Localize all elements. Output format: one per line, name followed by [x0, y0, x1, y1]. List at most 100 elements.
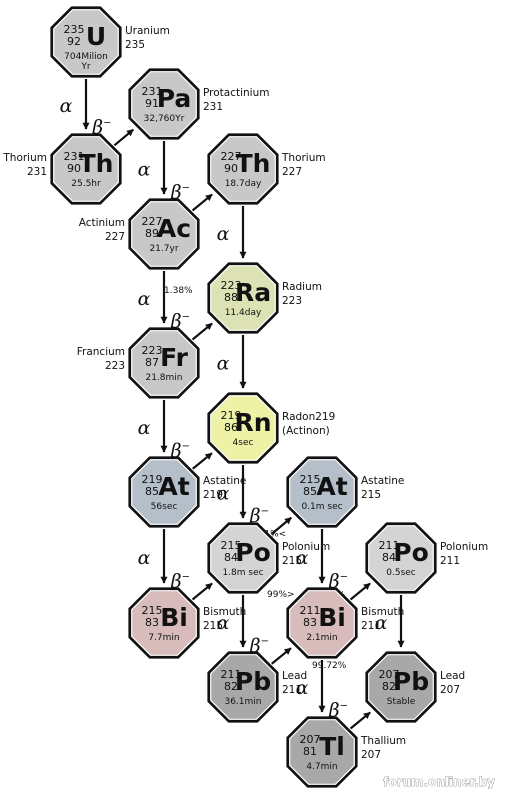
- branch-ratio-label: 99%>: [267, 590, 295, 600]
- decay-mode-label: α: [60, 95, 73, 117]
- half-life: 21.7yr: [149, 244, 178, 254]
- nuclide-name: Lead: [282, 670, 307, 682]
- decay-mode-label: α: [217, 223, 230, 245]
- mass-number: 211: [221, 668, 242, 681]
- nuclide-name: Polonium: [440, 541, 488, 553]
- half-life: 4.7min: [306, 762, 337, 772]
- nuclide-octagon: [289, 459, 355, 525]
- nuclide-octagon: [131, 71, 197, 137]
- mass-number: 215: [300, 473, 321, 486]
- decay-mode-label: α: [138, 547, 151, 569]
- branch-ratio-label: 1.38%: [164, 286, 193, 296]
- decay-arrow: [113, 128, 134, 147]
- nuclide-octagon: [210, 265, 276, 331]
- mass-number: 211: [379, 539, 400, 552]
- decay-mode-label: α: [375, 612, 388, 634]
- mass-number: 207: [379, 668, 400, 681]
- nuclide-octagon: [53, 136, 119, 202]
- nuclide-octagon: [210, 525, 276, 591]
- nuclide-name: 223: [282, 295, 302, 307]
- nuclide-octagon: [131, 201, 197, 267]
- decay-ra223-to-rn219: α: [217, 335, 247, 389]
- nuclide-name: 219: [203, 489, 223, 501]
- decay-mode-label: α: [296, 547, 309, 569]
- element-symbol: Tl: [319, 732, 345, 761]
- atomic-number: 85: [303, 485, 317, 498]
- mass-number: 215: [142, 604, 163, 617]
- nuclide-name: Actinium: [79, 217, 125, 229]
- decay-bi211-to-tl207: α99.72%: [296, 660, 347, 713]
- nuclide-name: 207: [440, 684, 460, 696]
- half-life: Stable: [387, 697, 416, 707]
- mass-number: 215: [221, 539, 242, 552]
- decay-mode-label: α: [138, 288, 151, 310]
- element-symbol: Ac: [157, 214, 191, 243]
- nuclide-name: Protactinium: [203, 87, 269, 99]
- atomic-number: 82: [224, 680, 238, 693]
- half-life: 0.5sec: [386, 568, 416, 578]
- half-life: 7.7min: [148, 633, 179, 643]
- decay-arrow: [349, 711, 371, 730]
- nuclide-name: Thorium: [281, 152, 326, 164]
- watermark: forum.onliner.by: [383, 775, 495, 789]
- nuclide-name: Bismuth: [203, 606, 246, 618]
- atomic-number: 89: [145, 227, 159, 240]
- decay-mode-label: α: [217, 483, 230, 505]
- mass-number: 219: [221, 409, 242, 422]
- atomic-number: 92: [67, 35, 81, 48]
- element-symbol: Th: [236, 149, 271, 178]
- decay-at219-to-bi215: α: [138, 529, 168, 584]
- decay-mode-label: α: [138, 417, 151, 439]
- nuclide-name: (Actinon): [282, 425, 330, 437]
- decay-th227-to-ra223: α: [217, 206, 247, 259]
- element-symbol: Bi: [318, 603, 346, 632]
- nuclide-octagon: [368, 525, 434, 591]
- mass-number: 235: [64, 23, 85, 36]
- element-symbol: Rn: [234, 408, 271, 437]
- half-life: 1.8m sec: [222, 568, 263, 578]
- decay-rn219-to-po215: α: [217, 465, 247, 519]
- nuclide-name: Astatine: [361, 475, 404, 487]
- atomic-number: 88: [224, 291, 238, 304]
- nuclide-name: 231: [27, 166, 47, 178]
- half-life: 18.7day: [225, 179, 262, 189]
- mass-number: 207: [300, 733, 321, 746]
- nuclide-octagon: [131, 330, 197, 396]
- nuclide-octagon: [131, 590, 197, 656]
- nuclide-octagon: [210, 654, 276, 720]
- atomic-number: 90: [224, 162, 238, 175]
- atomic-number: 91: [145, 97, 159, 110]
- element-symbol: Pb: [235, 667, 271, 696]
- nuclide-octagon: [210, 395, 276, 461]
- nuclide-octagon: [53, 9, 119, 75]
- atomic-number: 84: [382, 551, 396, 564]
- element-symbol: U: [86, 22, 106, 51]
- decay-pa231-to-ac227: α: [138, 141, 168, 195]
- atomic-number: 81: [303, 745, 317, 758]
- nuclide-name: 231: [203, 101, 223, 113]
- decay-arrow: [191, 322, 213, 341]
- decay-po215-to-pb211: α99%>: [217, 590, 295, 648]
- nuclide-name: 215: [203, 620, 223, 632]
- atomic-number: 85: [145, 485, 159, 498]
- decay-ac227-to-fr223: α 1.38%: [138, 271, 193, 324]
- half-life: 56sec: [151, 502, 178, 512]
- half-life: Yr: [80, 62, 90, 72]
- nuclide-name: Bismuth: [361, 606, 404, 618]
- mass-number: 227: [142, 215, 163, 228]
- branch-ratio-label: 99.72%: [312, 661, 347, 671]
- decay-u235-to-th231: α: [60, 79, 90, 130]
- half-life: 21.8min: [145, 373, 182, 383]
